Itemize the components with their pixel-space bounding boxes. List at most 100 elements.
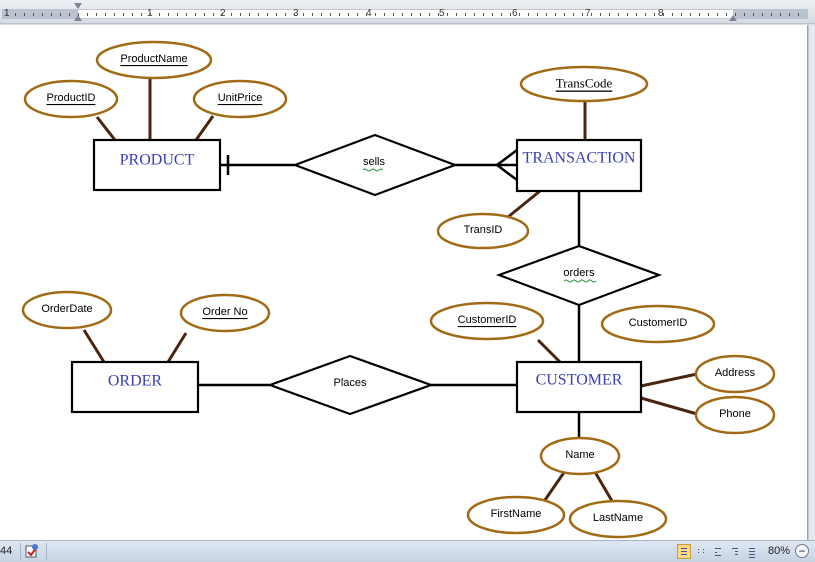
- relationship-places-diamond[interactable]: [266, 354, 435, 416]
- ruler-tick: [735, 13, 736, 16]
- ruler-tick: [519, 13, 520, 16]
- entity-transaction-box[interactable]: [515, 138, 643, 193]
- ruler-tick: [294, 13, 295, 16]
- ruler-tick: [537, 13, 538, 16]
- ruler-tick: [276, 13, 277, 16]
- ruler-tick: [105, 13, 106, 16]
- ruler-tick: [717, 13, 718, 16]
- ruler-right-margin: [733, 9, 808, 19]
- attr-orderdate-ellipse[interactable]: [21, 290, 113, 330]
- ruler-tick: [762, 13, 763, 16]
- first-line-indent-marker[interactable]: [74, 3, 82, 9]
- connector-phone: [640, 396, 698, 416]
- horizontal-ruler[interactable]: 1 1 2 3 4 5 6 7 8: [0, 0, 815, 24]
- entity-customer-box[interactable]: [515, 360, 643, 414]
- attr-orderdate-label: OrderDate: [41, 303, 92, 315]
- ruler-tick: [474, 13, 475, 16]
- ruler-tick: [672, 13, 673, 16]
- attr-customerid-key-ellipse[interactable]: [429, 301, 545, 341]
- entity-order-box[interactable]: [70, 360, 200, 414]
- web-layout-view-button[interactable]: [711, 544, 725, 559]
- ruler-tick: [798, 13, 799, 16]
- relationship-orders-diamond[interactable]: [495, 244, 663, 307]
- attr-firstname-label: FirstName: [491, 508, 542, 520]
- ruler-tick: [501, 13, 502, 16]
- status-divider: [20, 543, 21, 560]
- ruler-tick: [546, 13, 547, 16]
- attr-phone-ellipse[interactable]: [694, 395, 776, 435]
- attr-orderno-ellipse[interactable]: [179, 293, 271, 333]
- entity-product-label: PRODUCT: [120, 152, 195, 169]
- ruler-tick: [402, 13, 403, 16]
- ruler-tick: [447, 13, 448, 16]
- attr-customerid-ellipse[interactable]: [600, 304, 716, 344]
- ruler-tick: [366, 13, 367, 16]
- attr-productname-ellipse[interactable]: [95, 40, 213, 80]
- attr-productname-label: ProductName: [120, 53, 187, 65]
- attr-unitprice-ellipse[interactable]: [192, 79, 288, 119]
- entity-transaction-label: TRANSACTION: [523, 150, 636, 167]
- ruler-tick: [267, 13, 268, 16]
- ruler-tick: [645, 13, 646, 16]
- ruler-tick: [663, 13, 664, 16]
- attr-address-label: Address: [715, 367, 756, 379]
- ruler-tick: [357, 13, 358, 16]
- ruler-tick: [6, 13, 7, 16]
- ruler-tick: [159, 13, 160, 16]
- relationship-orders-label: orders: [563, 267, 595, 279]
- ruler-tick: [411, 13, 412, 16]
- ruler-tick: [186, 13, 187, 16]
- full-screen-reading-view-button[interactable]: [694, 544, 708, 559]
- entity-product-box[interactable]: [92, 138, 222, 192]
- zoom-out-button[interactable]: −: [795, 544, 809, 558]
- attr-productid-ellipse[interactable]: [23, 79, 119, 119]
- ruler-tick: [33, 13, 34, 16]
- ruler-tick: [24, 13, 25, 16]
- attr-productid-label: ProductID: [47, 92, 96, 104]
- document-page[interactable]: PRODUCT TRANSACTION ORDER CUSTOMER sells…: [0, 25, 808, 540]
- attr-address-ellipse[interactable]: [694, 354, 776, 394]
- hanging-indent-marker[interactable]: [74, 15, 82, 21]
- ruler-tick: [330, 13, 331, 16]
- zoom-level[interactable]: 80%: [768, 545, 791, 557]
- er-diagram: PRODUCT TRANSACTION ORDER CUSTOMER sells…: [21, 40, 776, 539]
- connector-orderdate: [82, 329, 106, 363]
- connector-unitprice: [194, 115, 215, 141]
- attr-firstname-ellipse[interactable]: [466, 495, 566, 535]
- outline-view-button[interactable]: [728, 544, 742, 559]
- ruler-tick: [456, 13, 457, 16]
- status-bar: 44 80% −: [0, 540, 815, 562]
- relationship-sells-diamond[interactable]: [291, 133, 459, 197]
- attr-name-ellipse[interactable]: [539, 436, 621, 476]
- connector-productid: [95, 116, 117, 141]
- ruler-tick: [114, 13, 115, 16]
- attr-name-label: Name: [565, 449, 594, 461]
- ruler-tick: [312, 13, 313, 16]
- ruler-tick: [285, 13, 286, 16]
- attr-transcode-ellipse[interactable]: [519, 65, 649, 103]
- connector-orderno: [166, 332, 188, 363]
- ruler-number: 7: [585, 8, 591, 19]
- ruler-tick: [222, 13, 223, 16]
- ruler-tick: [195, 13, 196, 16]
- vertical-scrollbar[interactable]: [808, 25, 815, 540]
- ruler-number: 6: [512, 8, 518, 19]
- attr-transid-ellipse[interactable]: [436, 212, 530, 250]
- print-layout-view-button[interactable]: [677, 544, 691, 559]
- right-indent-marker[interactable]: [729, 15, 737, 21]
- ruler-tick: [303, 13, 304, 16]
- ruler-tick: [168, 13, 169, 16]
- ruler-tick: [393, 13, 394, 16]
- ruler-tick: [231, 13, 232, 16]
- draft-view-button[interactable]: [745, 544, 759, 559]
- proofing-icon[interactable]: [24, 543, 40, 559]
- ruler-tick: [87, 13, 88, 16]
- connector-customerid: [536, 338, 562, 364]
- ruler-tick: [564, 13, 565, 16]
- attr-lastname-ellipse[interactable]: [568, 499, 668, 539]
- attr-customerid-label: CustomerID: [629, 317, 688, 329]
- ruler-number: 1: [147, 8, 153, 19]
- ruler-tick: [528, 13, 529, 16]
- page-number-indicator[interactable]: 44: [0, 545, 13, 557]
- ruler-tick: [627, 13, 628, 16]
